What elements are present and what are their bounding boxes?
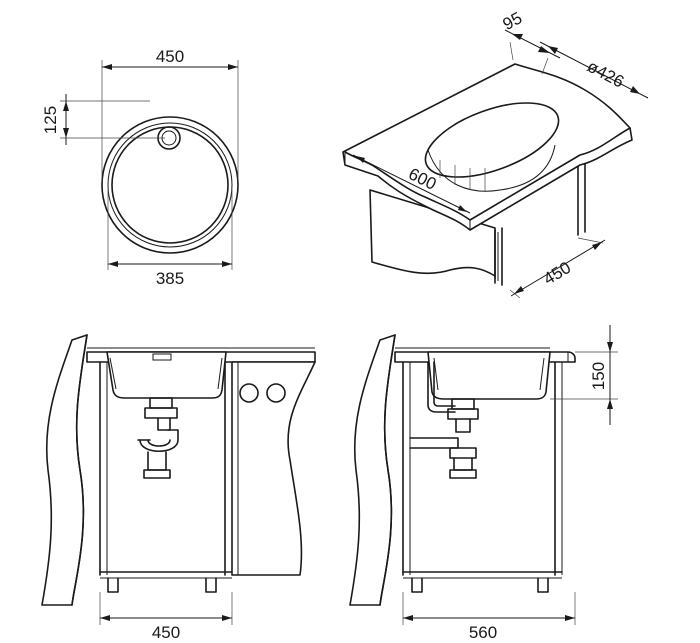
iso-bowl-opening (424, 102, 560, 192)
dim-drain-offset: 125 (41, 94, 165, 145)
dim-cabinet-depth-iso-label: 450 (540, 258, 574, 289)
top-view-bowl (111, 126, 229, 244)
isometric-view: 95 ø426 600 450 (342, 8, 649, 299)
dim-top-width-label: 450 (156, 47, 184, 66)
side-cabinet (402, 361, 563, 579)
front-sink-bowl (106, 351, 227, 399)
dim-edge-depth-label: 95 (500, 8, 526, 34)
dim-bowl-depth: 150 (550, 325, 618, 425)
side-cabinet-legs (411, 577, 549, 593)
iso-cabinet (369, 159, 586, 286)
top-view: 450 385 125 (41, 47, 239, 288)
top-view-outer-rim (101, 116, 239, 254)
dim-top-width: 450 (101, 47, 239, 182)
dim-bottom-width-label: 385 (156, 269, 184, 288)
valve-icon (239, 383, 286, 403)
side-sink-bowl (427, 351, 551, 400)
front-cabinet-legs (107, 577, 217, 593)
iso-countertop (342, 63, 633, 231)
dim-cabinet-width: 450 (99, 592, 233, 642)
siphon-icon (137, 397, 179, 479)
dim-side-depth: 560 (402, 592, 576, 642)
dim-side-depth-label: 560 (469, 623, 497, 642)
dim-bowl-depth-label: 150 (589, 362, 608, 390)
side-view: 560 150 (349, 325, 618, 642)
dim-drain-offset-label: 125 (41, 106, 60, 134)
side-siphon-icon (409, 398, 479, 479)
dim-bottom-width: 385 (107, 190, 233, 288)
overflow-pipe-icon (427, 361, 456, 413)
dim-edge-depth: 95 (500, 8, 561, 75)
dim-bowl-diameter-label: ø426 (584, 57, 627, 92)
dim-cabinet-depth-iso: 450 (509, 237, 606, 299)
front-view: 450 (41, 334, 316, 642)
front-side-panel (231, 361, 316, 576)
dim-cabinet-width-label: 450 (152, 623, 180, 642)
